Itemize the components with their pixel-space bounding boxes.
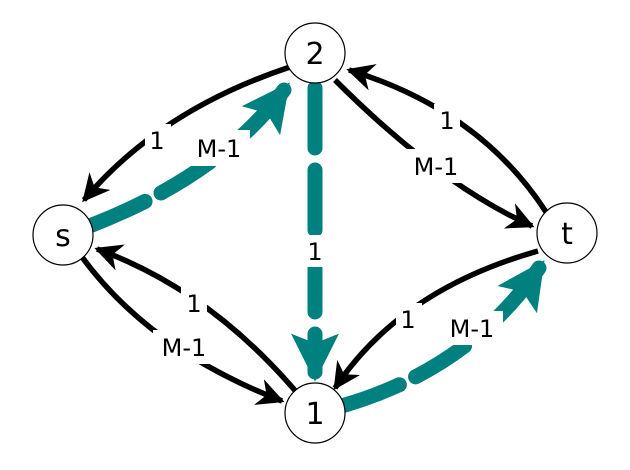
- edge-1-to-s: [94, 244, 301, 396]
- node-2-label: 2: [305, 37, 324, 72]
- label-2-to-t: M-1: [414, 153, 459, 181]
- node-1-label: 1: [305, 397, 324, 432]
- edge-2-to-s: [81, 64, 291, 203]
- label-t-to-2: 1: [439, 107, 454, 135]
- label-s-to-1: M-1: [162, 334, 207, 362]
- label-s-to-2: M-1: [197, 135, 242, 163]
- label-1-to-s: 1: [186, 290, 201, 318]
- flow-edge-s-to-2: [84, 82, 292, 233]
- node-s-label: s: [55, 219, 71, 254]
- flow-edge-1-to-t: [337, 260, 547, 413]
- label-t-to-1: 1: [400, 306, 415, 334]
- label-1-to-t: M-1: [450, 315, 495, 343]
- node-t: t: [536, 202, 598, 264]
- label-2-to-s: 1: [149, 127, 164, 155]
- label-2-to-1: 1: [307, 238, 322, 266]
- edge-t-to-2: [346, 64, 549, 214]
- node-2: 2: [284, 22, 346, 84]
- edge-label-group: M-1 1 1 M-1 1 1 M-1 1 M-1: [145, 104, 503, 364]
- node-1: 1: [284, 382, 346, 444]
- edge-s-to-1: [79, 255, 285, 405]
- node-t-label: t: [561, 217, 573, 252]
- node-s: s: [32, 204, 94, 266]
